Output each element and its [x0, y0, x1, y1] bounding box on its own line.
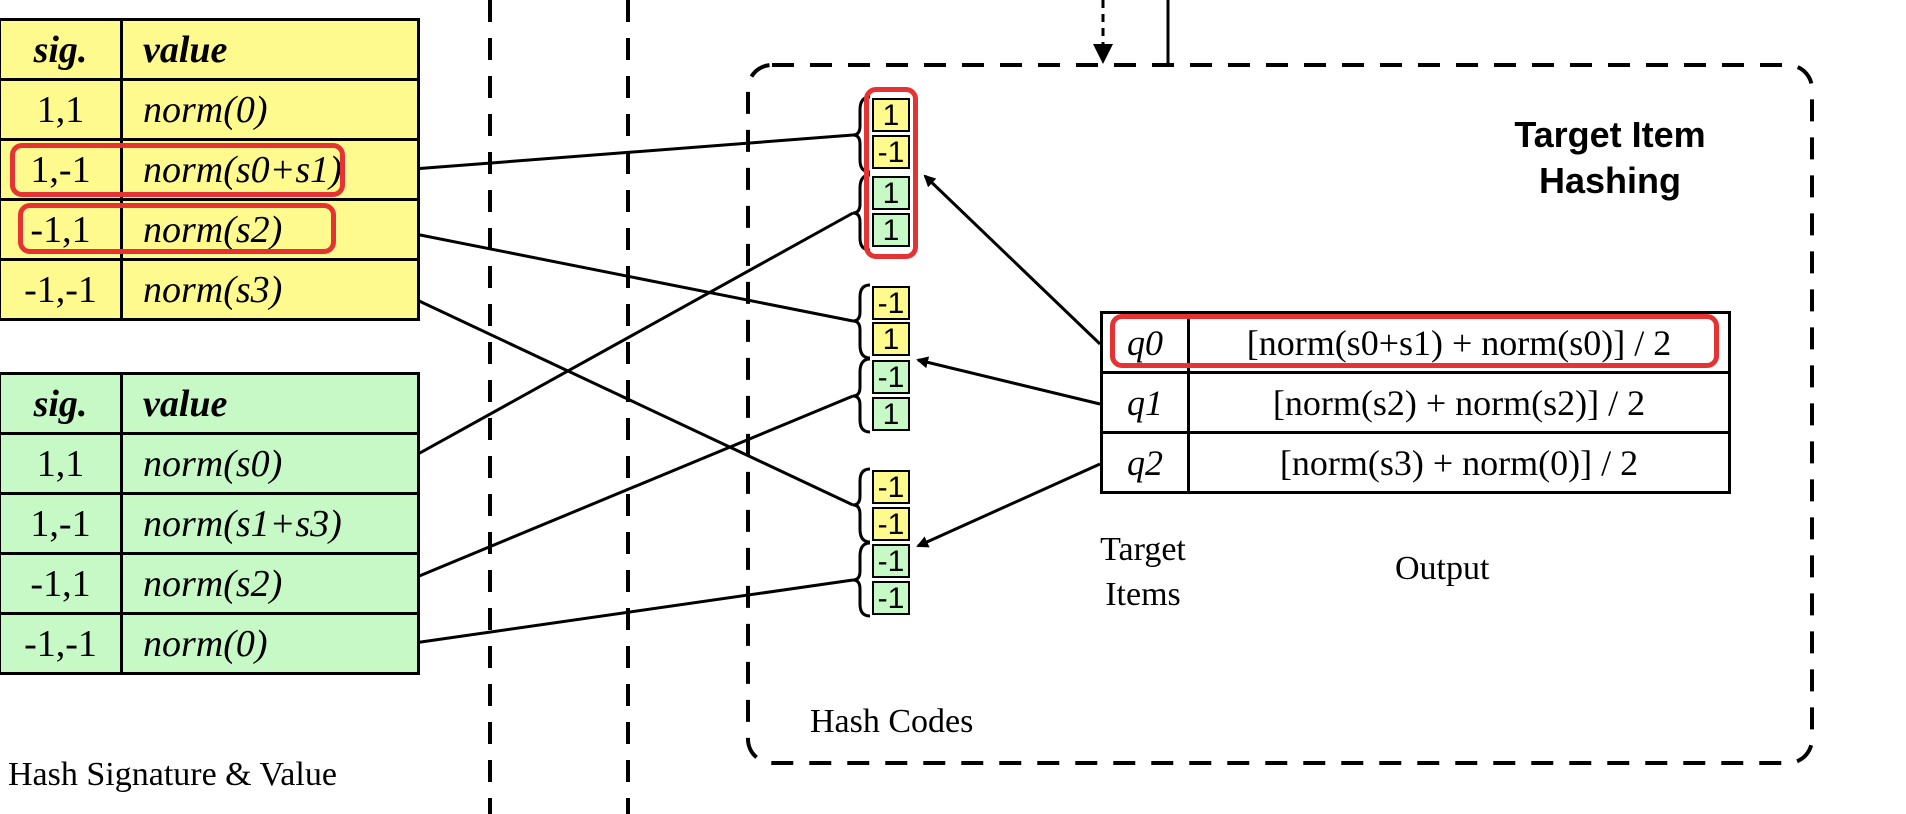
lookup-arrows — [398, 133, 854, 650]
table-header-row: sig. value — [0, 18, 420, 81]
target-item-cell: q1 — [1100, 371, 1190, 434]
hash-codes-label: Hash Codes — [810, 703, 974, 740]
sig-cell: 1,1 — [0, 432, 123, 495]
output-cell: [norm(s3) + norm(0)] / 2 — [1187, 431, 1731, 494]
input-arrowhead — [1093, 44, 1113, 64]
sig-header: sig. — [0, 18, 123, 81]
table-row: 1,1 norm(s0) — [0, 432, 420, 495]
table-row: q1 [norm(s2) + norm(s2)] / 2 — [1100, 371, 1731, 434]
value-header: value — [120, 372, 420, 435]
value-cell: norm(s0) — [120, 432, 420, 495]
sig-cell: -1,-1 — [0, 612, 123, 675]
sig-cell: 1,-1 — [0, 492, 123, 555]
target-items-label: Target Items — [1100, 531, 1186, 613]
value-cell: norm(s3) — [120, 258, 420, 321]
sig-cell: -1,-1 — [0, 258, 123, 321]
table-row: 1,-1 norm(s0+s1) — [0, 138, 420, 201]
sig-cell: -1,1 — [0, 552, 123, 615]
target-item-cell: q2 — [1100, 431, 1190, 494]
table-row: -1,-1 norm(0) — [0, 612, 420, 675]
table-header-row: sig. value — [0, 372, 420, 435]
hash-code-cell: -1 — [872, 507, 910, 541]
green-hash-table: sig. value 1,1 norm(s0) 1,-1 norm(s1+s3)… — [0, 372, 420, 675]
hash-code-cell: -1 — [872, 470, 910, 504]
table-row: 1,1 norm(0) — [0, 78, 420, 141]
hash-code-cell: 1 — [872, 176, 910, 210]
table-row: q2 [norm(s3) + norm(0)] / 2 — [1100, 431, 1731, 494]
hashing-arrows — [916, 174, 1102, 548]
yellow-hash-table: sig. value 1,1 norm(0) 1,-1 norm(s0+s1) … — [0, 18, 420, 321]
hash-code-cell: 1 — [872, 213, 910, 247]
value-cell: norm(s2) — [120, 552, 420, 615]
section-title: Target Item Hashing — [1514, 114, 1706, 201]
hash-code-cell: 1 — [872, 98, 910, 132]
value-cell: norm(0) — [120, 78, 420, 141]
hash-code-highlight — [864, 87, 918, 259]
table-row: -1,1 norm(s2) — [0, 552, 420, 615]
hash-code-cell: -1 — [872, 135, 910, 169]
output-cell: [norm(s2) + norm(s2)] / 2 — [1187, 371, 1731, 434]
sig-header: sig. — [0, 372, 123, 435]
yellow-row-highlight-1 — [10, 143, 345, 197]
hash-signature-label: Hash Signature & Value — [8, 756, 337, 793]
yellow-row-highlight-2 — [18, 203, 336, 254]
target-hashing-dashed-box — [746, 63, 1814, 765]
hash-code-cell: 1 — [872, 397, 910, 431]
hash-code-cell: -1 — [872, 544, 910, 578]
value-header: value — [120, 18, 420, 81]
sig-cell: 1,1 — [0, 78, 123, 141]
hash-code-cell: -1 — [872, 360, 910, 394]
output-label: Output — [1395, 550, 1490, 587]
sig-cell: 1,-1 — [0, 138, 123, 201]
table-row: 1,-1 norm(s1+s3) — [0, 492, 420, 555]
hash-code-cell: -1 — [872, 286, 910, 320]
hash-code-cell: -1 — [872, 581, 910, 615]
value-cell: norm(0) — [120, 612, 420, 675]
table-row: -1,-1 norm(s3) — [0, 258, 420, 321]
value-cell: norm(s1+s3) — [120, 492, 420, 555]
hash-code-cell: 1 — [872, 322, 910, 356]
value-cell: norm(s0+s1) — [120, 138, 420, 201]
target-row-highlight — [1110, 314, 1719, 368]
